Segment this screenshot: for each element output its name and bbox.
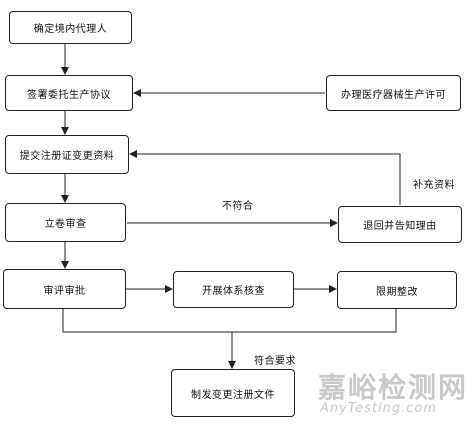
node-issue-document-label: 制发变更注册文件: [191, 389, 275, 401]
node-rectify-label: 限期整改: [376, 286, 418, 298]
node-acceptance-review: 立卷审查: [5, 203, 126, 242]
edge-label-not-compliant: 不符合: [222, 201, 254, 212]
edge-label-supplement: 补充资料: [413, 180, 455, 191]
node-sign-agreement: 签署委托生产协议: [5, 75, 133, 111]
node-technical-review-label: 审评审批: [43, 285, 86, 297]
merge-bracket: [62, 309, 397, 333]
node-issue-document: 制发变更注册文件: [171, 369, 295, 417]
edge-label-compliant: 符合要求: [254, 356, 296, 367]
node-technical-review: 审评审批: [3, 269, 126, 309]
node-acceptance-review-label: 立卷审查: [44, 219, 87, 230]
watermark-cn: 嘉峪检测网: [318, 371, 469, 404]
node-system-check: 开展体系核查: [173, 271, 294, 308]
arrow-return-to-submit: [129, 150, 401, 205]
node-return-notice: 退回并告知理由: [338, 206, 462, 243]
node-return-notice-label: 退回并告知理由: [363, 221, 437, 232]
node-manufacture-license: 办理医疗器械生产许可: [326, 75, 461, 111]
node-manufacture-license-label: 办理医疗器械生产许可: [341, 89, 446, 101]
watermark-en: AnyTesting.com: [320, 401, 438, 416]
node-system-check-label: 开展体系核查: [202, 286, 265, 297]
node-submit-materials: 提交注册证变更资料: [5, 135, 129, 174]
node-submit-materials-label: 提交注册证变更资料: [19, 151, 115, 162]
node-sign-agreement-label: 签署委托生产协议: [27, 89, 111, 101]
node-rectify: 限期整改: [337, 271, 457, 309]
node-confirm-agent-label: 确定境内代理人: [33, 24, 108, 35]
node-confirm-agent: 确定境内代理人: [9, 11, 132, 44]
